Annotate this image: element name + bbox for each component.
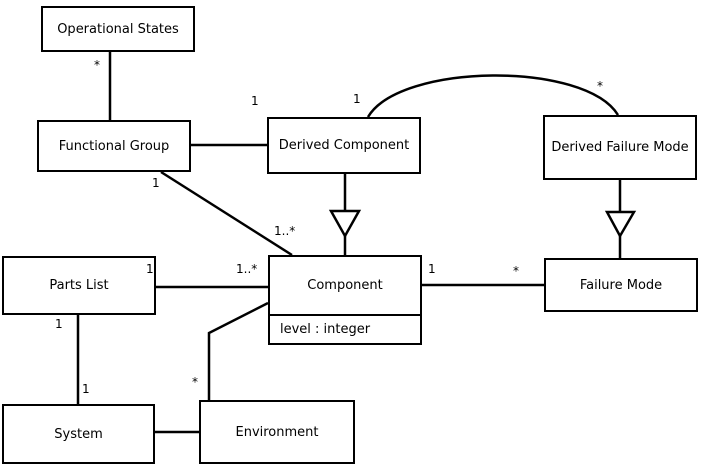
class-box-derived-component[interactable]: Derived Component [267,117,421,174]
multiplicity-component-functional-group: 1..* [274,224,296,238]
class-box-derived-failure-mode[interactable]: Derived Failure Mode [543,115,697,180]
class-box-environment[interactable]: Environment [199,400,355,464]
class-name-operational-states: Operational States [57,21,179,37]
attribute-level: level : integer [280,322,371,337]
multiplicity-failure-mode-component: * [513,264,519,278]
multiplicity-parts-list-system: 1 [55,317,63,331]
class-box-component[interactable]: Component level : integer [268,255,422,345]
multiplicity-functional-group-derived-component: 1 [251,94,259,108]
class-box-system[interactable]: System [2,404,155,464]
class-attributes-component: level : integer [270,314,420,343]
multiplicity-component-failure-mode: 1 [428,262,436,276]
multiplicity-operational-states: * [94,58,100,72]
assoc-derived-component-derived-failure [366,74,620,118]
multiplicity-derived-failure-mode: * [597,79,603,93]
class-name-derived-failure-mode: Derived Failure Mode [551,140,689,155]
gen-derived-failure-mode-failure-mode-arrowhead [604,210,637,239]
class-name-environment: Environment [235,424,319,440]
multiplicity-derived-component-derived-failure-mode: 1 [353,92,361,106]
gen-derived-component-component-arrowhead [328,209,362,239]
multiplicity-environment-component: * [192,375,198,389]
class-name-parts-list: Parts List [49,278,109,293]
class-name-derived-component: Derived Component [278,138,410,153]
class-name-system: System [54,426,103,442]
assoc-environment-component [207,301,269,400]
assoc-functional-group-component [160,170,293,257]
class-name-component: Component [307,278,383,293]
class-box-operational-states[interactable]: Operational States [41,6,195,52]
class-box-parts-list[interactable]: Parts List [2,256,156,315]
class-box-functional-group[interactable]: Functional Group [37,120,191,172]
class-name-failure-mode: Failure Mode [579,277,663,293]
multiplicity-component-parts-list: 1..* [236,262,258,276]
multiplicity-system-parts-list: 1 [82,382,90,396]
class-name-functional-group: Functional Group [58,138,170,154]
class-box-failure-mode[interactable]: Failure Mode [544,258,698,312]
multiplicity-functional-group-component: 1 [152,176,160,190]
multiplicity-parts-list-component: 1 [146,262,154,276]
